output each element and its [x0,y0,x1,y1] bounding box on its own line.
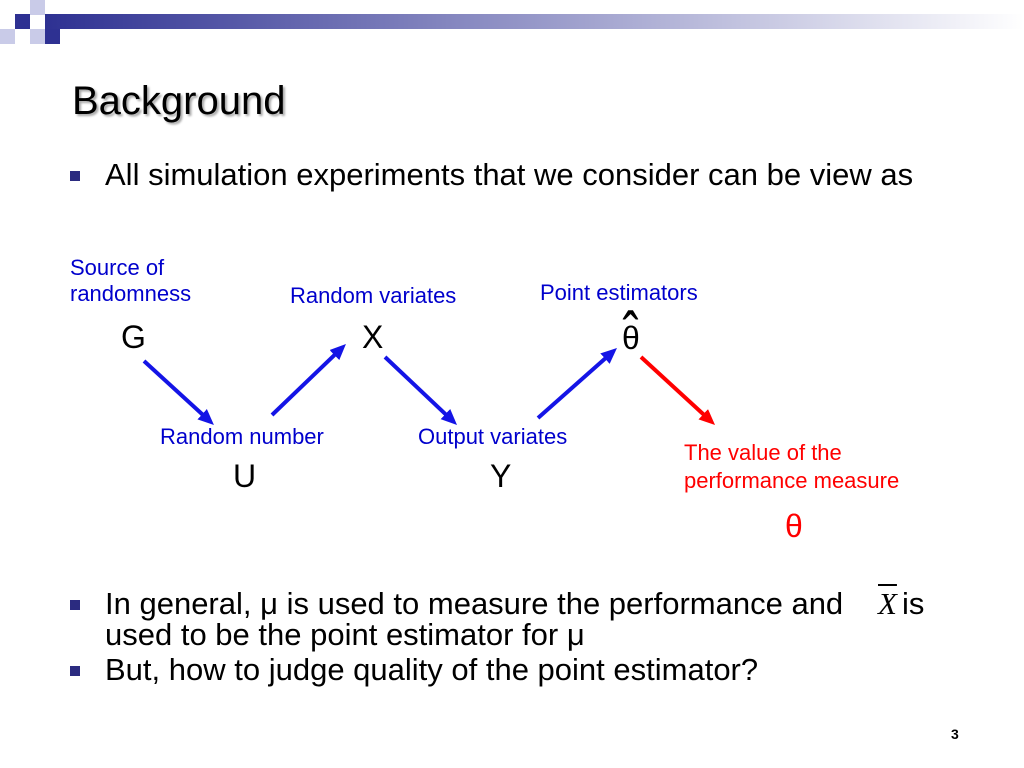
label-line: The value of the [684,440,842,465]
decoration-square [15,14,30,29]
page-number: 3 [951,726,959,742]
label-performance-measure: The value of the performance measure [684,439,899,495]
bullet-3-text: But, how to judge quality of the point e… [105,652,759,687]
symbol-x: X [362,319,384,355]
theta-hat-accent: ˆ [622,300,639,373]
symbol-theta: θ [785,508,803,544]
arrow-g-to-u [142,359,214,426]
label-point-estimators: Point estimators [540,280,698,305]
label-line: randomness [70,281,192,306]
slide-title: Background [72,79,286,123]
square-bullet-icon [70,600,80,610]
label-line: Source of [70,255,165,280]
decoration-square [30,0,45,15]
label-line: performance measure [684,468,900,493]
bullet-2-text: In general, μ is used to measure the per… [105,586,844,621]
label-output-variates: Output variates [418,424,568,449]
bullet-1-text: All simulation experiments that we consi… [105,157,914,192]
symbol-theta-hat: θ [622,320,640,356]
decoration-square [30,29,45,44]
bullet-2-continuation: used to be the point estimator for μ [105,617,585,652]
symbol-y: Y [490,458,512,494]
square-bullet-icon [70,666,80,676]
arrow-y-to-theta-hat [536,348,617,420]
symbol-u: U [233,458,257,494]
arrow-theta-hat-to-theta [639,355,716,426]
symbol-g: G [121,319,146,355]
header-gradient-bar [45,14,1024,29]
decoration-square [45,29,60,44]
label-random-variates: Random variates [290,283,457,308]
arrow-u-to-x [270,343,346,417]
square-bullet-icon [70,171,80,181]
label-source-of-randomness: Source of randomness [70,255,191,307]
bullet-2-symbol-x-bar: X [878,586,897,621]
label-random-number: Random number [160,424,324,449]
bullet-2-text-after-symbol: is [902,586,925,621]
decoration-square [0,29,15,44]
arrow-x-to-y [383,355,458,426]
